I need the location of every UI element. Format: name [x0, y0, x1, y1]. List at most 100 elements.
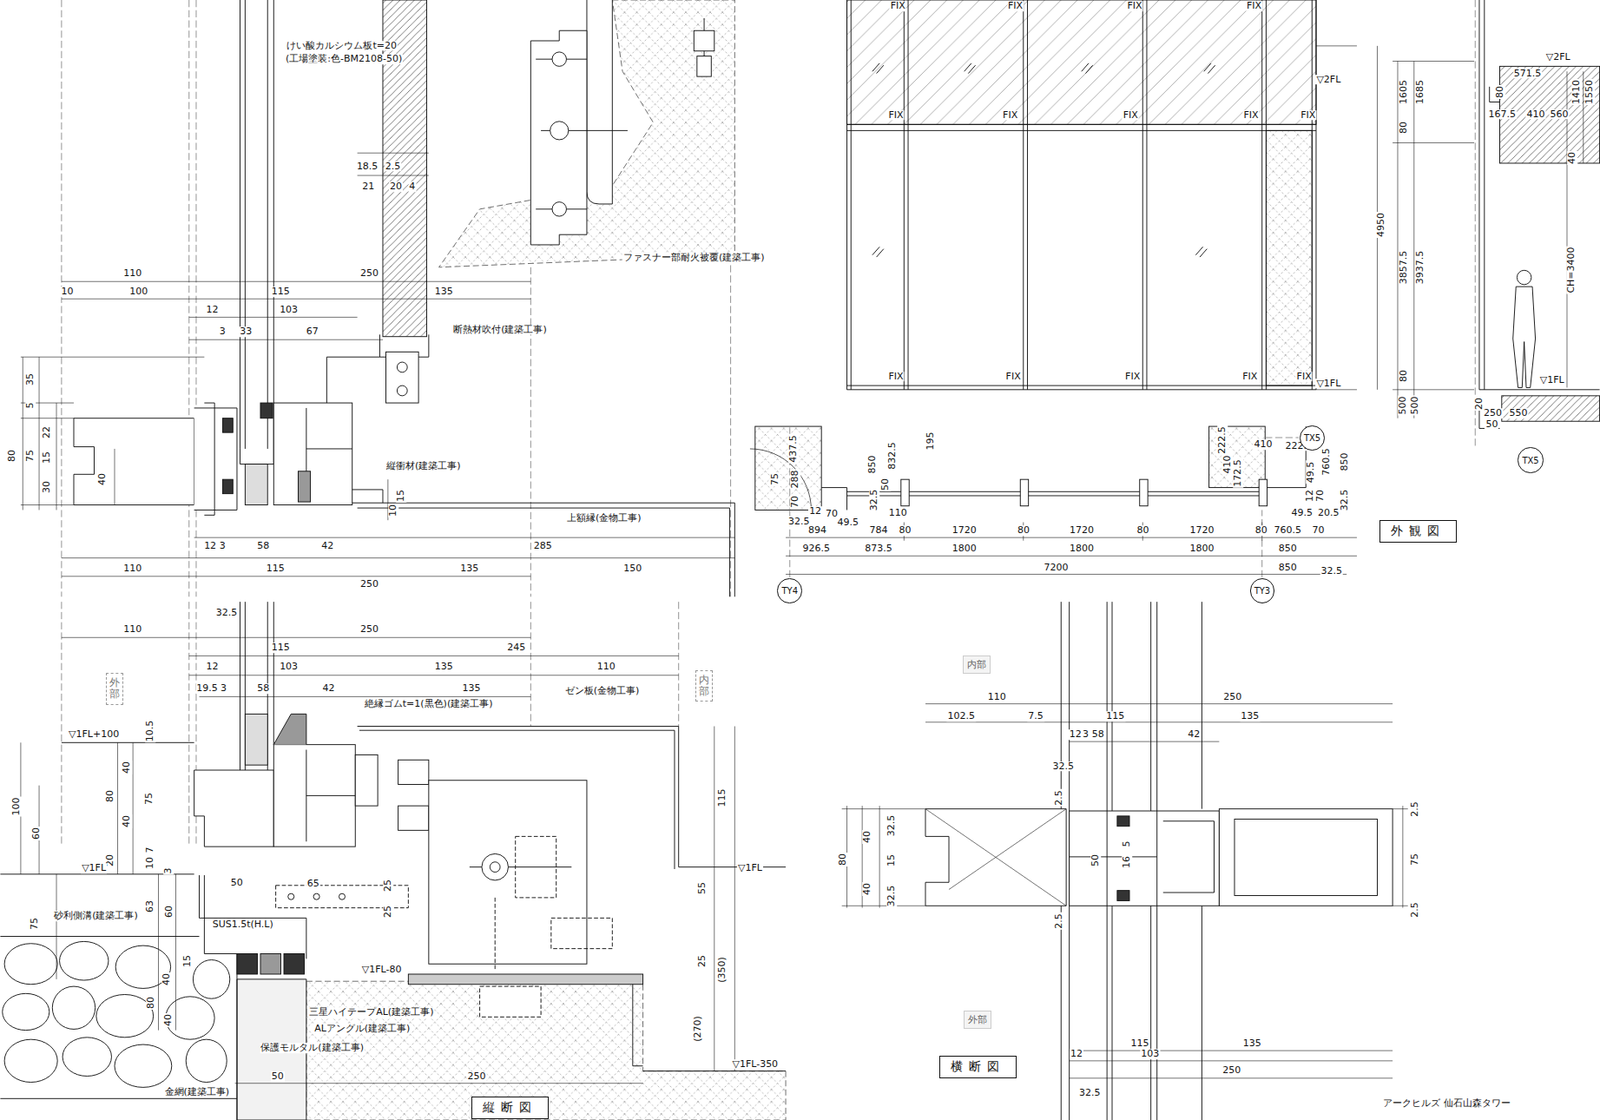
side-indicator-box: 外部 [963, 1010, 992, 1029]
dimension-label: 250 [466, 1071, 487, 1082]
dimension-label: 7 [144, 846, 156, 855]
note-label: FIX [1001, 110, 1019, 121]
note-label: ▽2FL [1545, 52, 1572, 63]
dimension-label: 850 [1277, 544, 1298, 555]
note-label: FIX [1125, 0, 1143, 12]
bolt [481, 853, 509, 881]
dimension-label: 1720 [1068, 525, 1095, 536]
steel-bracket [428, 780, 587, 964]
dimension-label: 32.5 [1339, 488, 1350, 513]
mullion [1020, 479, 1028, 507]
note-label: ファスナー部耐火被覆(建築工事) [622, 253, 766, 264]
sill-profile [194, 770, 275, 847]
dimension-label: 70 [1315, 488, 1326, 503]
dimension-label: 49.5 [1306, 460, 1317, 485]
dimension-label: 135 [459, 563, 480, 574]
gravel-stone [4, 1039, 58, 1082]
dimension-label: 250 [1222, 691, 1243, 703]
dimension-label: 58 [256, 684, 270, 695]
side-label: 外部 [109, 677, 120, 700]
dimension-label: 12 [1068, 729, 1083, 740]
head-trim [352, 502, 736, 597]
view-title-box: 外観図 [1379, 520, 1457, 543]
dimension-label: 250 [1221, 1065, 1242, 1076]
note-label: アークヒルズ 仙石山森タワー [1382, 1098, 1512, 1109]
grid-axis-bubble: TY3 [1250, 578, 1276, 604]
nut [697, 56, 712, 77]
anchor-block [355, 754, 378, 806]
dimension-label: 1550 [1584, 79, 1595, 106]
note-label: 保護モルタル(建築工事) [259, 1042, 365, 1054]
spandrel-panel [1265, 130, 1312, 386]
dimension-label: 80 [1399, 120, 1410, 135]
note-label: 上額縁(金物工事) [566, 513, 643, 524]
dimension-label: 16 [1121, 855, 1133, 870]
bracket-plate [386, 351, 420, 403]
side-indicator-box: 外部 [105, 672, 124, 705]
glass-pane [240, 601, 275, 771]
mullion-profile [925, 809, 1067, 907]
dimension-label: 10 [388, 503, 399, 518]
connector-profile [1069, 810, 1220, 906]
dimension-label: 7.5 [1027, 711, 1045, 722]
rubber-pad [283, 953, 304, 974]
dimension-label: 195 [925, 430, 936, 451]
dimension-label: 80 [145, 995, 157, 1010]
dimension-label: 850 [867, 454, 878, 475]
dimension-label: 50 [1484, 419, 1499, 430]
dimension-label: 32.5 [887, 814, 898, 838]
dimension-line [1316, 46, 1377, 390]
view-title: 横断図 [950, 1059, 1006, 1075]
dimension-line [20, 356, 389, 521]
note-label: けい酸カルシウム板t=20 [285, 40, 398, 52]
dimension-label: 3 [1081, 729, 1090, 740]
note-label: FIX [889, 0, 907, 12]
note-label: ▽2FL [1315, 74, 1342, 86]
dimension-label: 75 [25, 448, 36, 463]
side-label: 内部 [698, 674, 710, 698]
dimension-label: 18.5 [355, 161, 380, 172]
note-label: FIX [1124, 371, 1141, 382]
note-label: ▽1FL [737, 862, 764, 874]
mullion [1258, 479, 1267, 507]
gasket [223, 479, 234, 494]
gravel-stone [62, 1037, 112, 1077]
steel-mullion [1218, 809, 1393, 907]
view-title-box: 縦断図 [471, 1096, 549, 1120]
gasket [1117, 816, 1130, 827]
human-figure [1516, 269, 1531, 284]
dimension-label: 285 [533, 540, 554, 552]
dimension-label: 58 [256, 540, 270, 552]
dimension-label: 50 [270, 1071, 285, 1082]
embed-plate [480, 986, 541, 1017]
dimension-label: 500 [1397, 395, 1409, 415]
dimension-label: 32.5 [869, 488, 881, 513]
dimension-label: 4950 [1376, 211, 1388, 238]
view-title-box: 横断図 [939, 1055, 1017, 1079]
dimension-label: 110 [122, 624, 143, 635]
dimension-label: 35 [25, 372, 36, 387]
dimension-label: 1720 [951, 525, 978, 536]
gravel-bound [0, 936, 238, 1100]
dimension-label: 80 [837, 852, 849, 867]
bolt [396, 385, 408, 396]
side-indicator-box: 内部 [695, 670, 713, 702]
dimension-label: 40 [862, 882, 873, 896]
dimension-label: 2.5 [1053, 913, 1065, 931]
dimension-label: 4 [408, 181, 416, 192]
dimension-label: 760.5 [1321, 447, 1332, 478]
dimension-label: 784 [869, 525, 889, 536]
dimension-label: 80 [1399, 368, 1410, 383]
steel-mullion [1234, 818, 1377, 896]
dimension-label: 80 [898, 525, 913, 536]
dimension-label: 75 [1409, 852, 1421, 867]
dimension-label: 100 [11, 796, 22, 817]
dimension-label: 1605 [1399, 79, 1410, 106]
dimension-label: 103 [278, 661, 299, 672]
dimension-label: 115 [1129, 1039, 1150, 1050]
gasket [297, 471, 310, 502]
spandrel-panel [847, 0, 1317, 125]
dimension-label: 40 [862, 829, 873, 844]
al-angle [632, 984, 644, 1067]
dimension-label: 135 [1239, 711, 1260, 722]
